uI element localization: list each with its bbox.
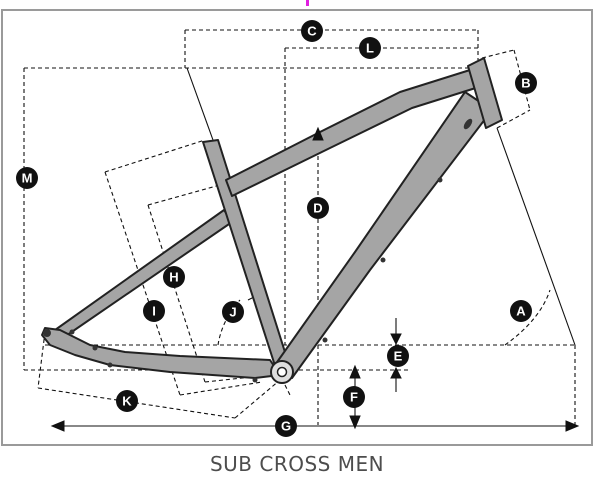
badge-h: H xyxy=(163,266,185,288)
badge-k-label: K xyxy=(122,394,132,409)
frame-bolt xyxy=(92,345,98,351)
badge-a: A xyxy=(510,300,532,322)
badge-e: E xyxy=(387,345,409,367)
frame-bolt xyxy=(380,257,386,263)
head-tube xyxy=(467,57,503,129)
badge-b-label: B xyxy=(521,76,530,91)
badge-f: F xyxy=(343,386,365,408)
badge-k: K xyxy=(116,390,138,412)
badge-j-label: J xyxy=(229,305,236,320)
bottom-bracket-center xyxy=(276,366,288,378)
badge-g-label: G xyxy=(281,419,291,434)
badge-h-label: H xyxy=(169,270,178,285)
frame-bolt xyxy=(107,362,113,368)
down-tube xyxy=(274,91,493,379)
frame-bolt xyxy=(322,337,328,343)
frame-bolt xyxy=(252,377,258,383)
frame-bolt xyxy=(437,177,443,183)
badge-i: I xyxy=(143,300,165,322)
badge-e-label: E xyxy=(394,349,403,364)
diagram-border xyxy=(1,9,593,446)
badge-j: J xyxy=(222,301,244,323)
badge-l-label: L xyxy=(366,41,374,56)
badge-d: D xyxy=(307,197,329,219)
frame-bolt xyxy=(69,329,75,335)
accent-mark xyxy=(306,0,309,6)
badge-l: L xyxy=(359,37,381,59)
badge-a-label: A xyxy=(516,304,526,319)
badge-b: B xyxy=(515,72,537,94)
bike-frame xyxy=(41,57,503,384)
badge-g: G xyxy=(275,415,297,437)
badge-c: C xyxy=(301,20,323,42)
badge-m-label: M xyxy=(22,171,33,186)
badge-d-label: D xyxy=(313,201,322,216)
badge-m: M xyxy=(16,167,38,189)
badge-c-label: C xyxy=(307,24,317,39)
model-caption: SUB CROSS MEN xyxy=(209,452,385,476)
rear-dropout xyxy=(43,329,51,337)
cable-port xyxy=(463,118,473,130)
badge-i-label: I xyxy=(152,304,156,319)
arrows xyxy=(50,126,580,432)
badge-f-label: F xyxy=(350,390,358,405)
seat-stay xyxy=(47,209,233,341)
